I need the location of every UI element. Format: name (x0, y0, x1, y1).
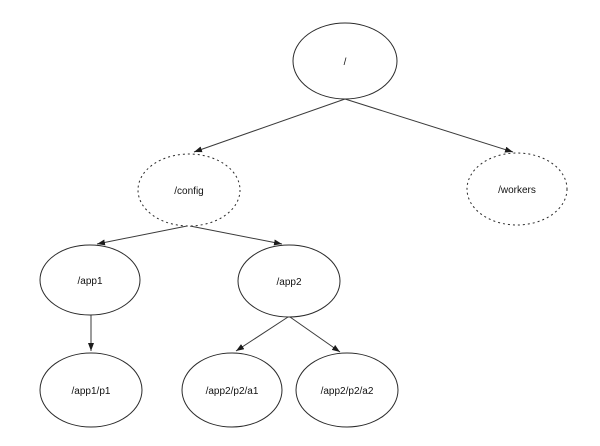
node-app1: /app1 (39, 244, 141, 316)
edge-root-to-workers (344, 98, 514, 153)
node-app2-p2-a2: /app2/p2/a2 (295, 352, 399, 428)
node-config-ellipse (137, 153, 241, 227)
node-root-label: / (344, 57, 347, 68)
node-app1-p1-label: /app1/p1 (72, 386, 111, 397)
node-app2-p2-a1: /app2/p2/a1 (181, 352, 283, 428)
node-workers-label: /workers (498, 185, 536, 196)
node-app2-p2-a2-label: /app2/p2/a2 (321, 386, 374, 397)
edge-app2-to-app2p2a2 (289, 316, 341, 353)
node-app1-p1: /app1/p1 (39, 352, 143, 428)
edge-config-to-app2 (189, 225, 283, 246)
node-app2: /app2 (237, 244, 341, 318)
node-workers: /workers (466, 152, 568, 226)
edge-config-to-app1 (96, 225, 188, 246)
node-app2-p2-a1-label: /app2/p2/a1 (206, 386, 259, 397)
node-app1-label: /app1 (77, 276, 102, 287)
node-config: /config (137, 153, 241, 227)
node-workers-ellipse (466, 152, 568, 226)
node-root: / (292, 22, 398, 100)
node-app1-p1-ellipse (39, 352, 143, 428)
node-root-ellipse (292, 22, 398, 100)
node-config-label: /config (174, 186, 203, 197)
edge-app2-to-app2p2a1 (235, 316, 289, 352)
node-app2-label: /app2 (276, 277, 301, 288)
node-app2-p2-a2-ellipse (295, 352, 399, 428)
node-app2-ellipse (237, 244, 341, 318)
edge-group (88, 98, 514, 353)
node-app2-p2-a1-ellipse (181, 352, 283, 428)
edge-root-to-config (193, 98, 346, 153)
node-app1-ellipse (39, 244, 141, 316)
